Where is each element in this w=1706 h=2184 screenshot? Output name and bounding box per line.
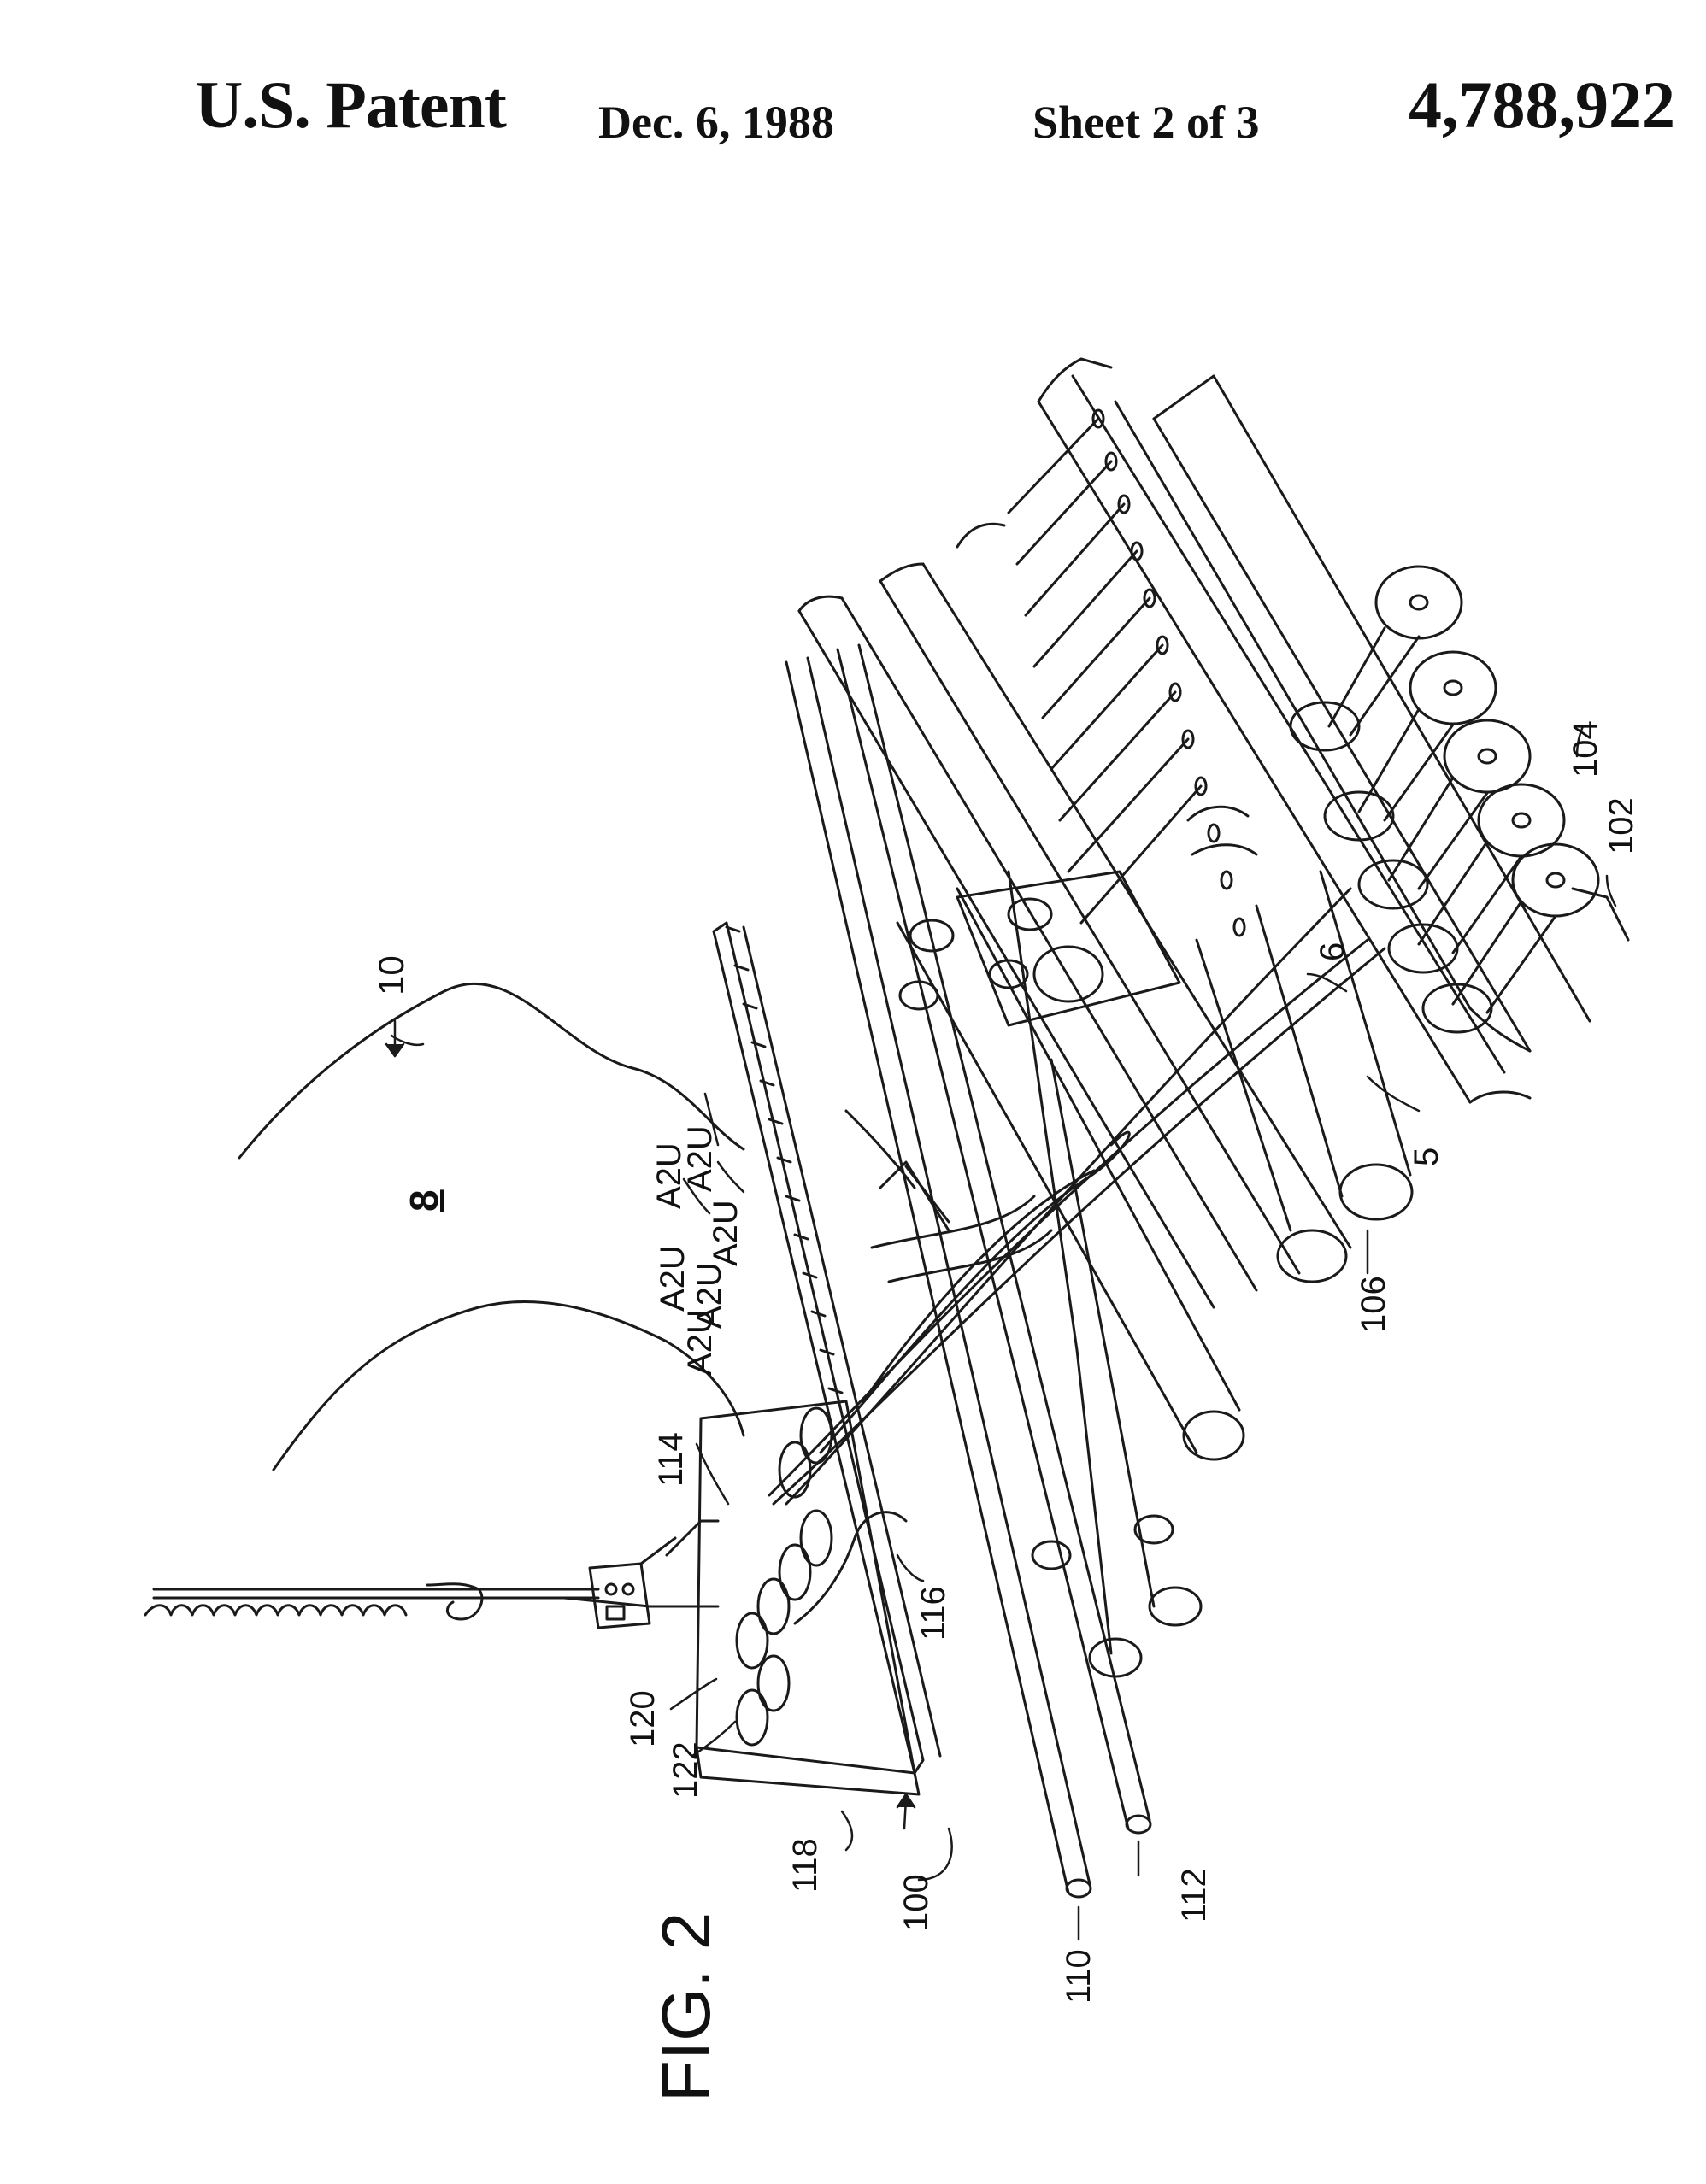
ref-8: 8 <box>402 1189 446 1212</box>
leader-lines <box>391 726 1615 1940</box>
ref-116: 116 <box>915 1586 952 1641</box>
guide-openings <box>737 1408 832 1745</box>
ref-a2u-2: A2U <box>650 1142 688 1209</box>
fabric-web-outline <box>239 983 744 1470</box>
ref-112: 112 <box>1175 1868 1213 1923</box>
ref-106: 106 <box>1355 1276 1392 1333</box>
guide-holes <box>1093 410 1244 936</box>
ref-a2u-4: A2U <box>654 1245 691 1312</box>
ref-122: 122 <box>667 1741 704 1799</box>
figure-caption: FIG. 2 <box>648 1912 724 2102</box>
ref-6: 6 <box>1314 942 1351 961</box>
actuator-and-cable <box>145 1521 718 1628</box>
ref-a2u-6: A2U <box>681 1309 719 1376</box>
ref-102: 102 <box>1603 797 1640 854</box>
ref-100: 100 <box>897 1874 935 1931</box>
ref-114: 114 <box>652 1432 690 1487</box>
ref-a2u-3: A2U <box>707 1200 744 1266</box>
ref-120: 120 <box>624 1690 662 1747</box>
ref-118: 118 <box>786 1838 824 1893</box>
reference-numerals: 10 8 A2U A2U A2U A2U A2U A2U 114 116 120… <box>371 720 1640 2004</box>
ref-104: 104 <box>1567 720 1604 778</box>
ref-110: 110 <box>1060 1949 1097 2004</box>
ref-10: 10 <box>371 955 411 995</box>
ref-5: 5 <box>1408 1148 1445 1166</box>
curved-guide-116 <box>795 1111 915 1623</box>
roller-106 <box>1197 872 1412 1282</box>
